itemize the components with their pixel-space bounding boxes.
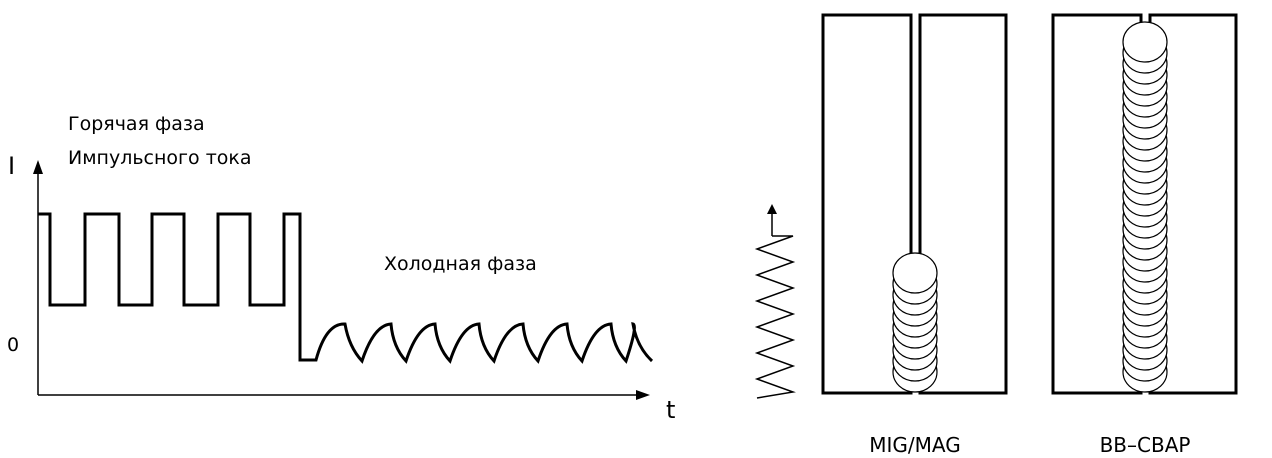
arrow-up-icon (767, 204, 777, 214)
waveform-chart: I t 0 Горячая фаза Импульсного тока Холо… (7, 113, 675, 424)
weld-bead (892, 252, 938, 294)
current-waveform (38, 212, 654, 364)
weld-bead (1122, 21, 1168, 63)
x-axis-label: t (666, 396, 675, 424)
y-axis-label: I (8, 152, 15, 180)
weld-caption-bb-cbap: ВВ–СВАР (1100, 433, 1191, 457)
weld-bb-cbap: ВВ–СВАР (1051, 13, 1238, 457)
hot-phase-label-line2: Импульсного тока (68, 147, 252, 169)
zero-label: 0 (7, 334, 19, 356)
cold-phase-label: Холодная фаза (384, 253, 537, 275)
oscillation-marker (754, 204, 796, 399)
hot-phase-label-line1: Горячая фаза (68, 113, 205, 135)
weld-caption-mig-mag: MIG/MAG (869, 433, 960, 457)
zigzag-path (754, 235, 796, 399)
y-axis-arrow-icon (33, 160, 43, 174)
weld-bead-stack (1122, 21, 1168, 393)
weld-bead-stack (892, 252, 938, 393)
weld-mig-mag: MIG/MAG (821, 13, 1008, 457)
x-axis-arrow-icon (636, 390, 650, 400)
